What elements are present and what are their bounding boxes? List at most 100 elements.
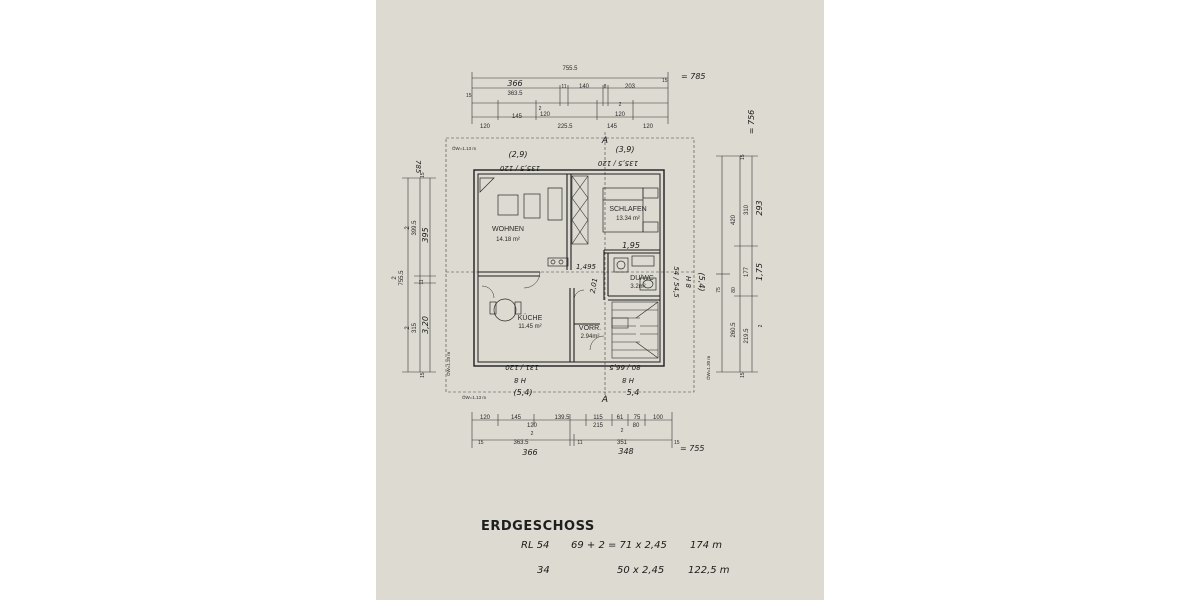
opening-bottom-left-mark: H 8 bbox=[513, 376, 525, 384]
bottom-sub-a: 120 bbox=[527, 423, 538, 429]
opening-right: 54 / 54,5 bbox=[672, 266, 680, 298]
top-seg-d: 8 bbox=[604, 84, 607, 90]
opening-bottom-right: 80 / 66,5 bbox=[609, 363, 641, 371]
right-a: 420 bbox=[731, 214, 737, 225]
bottom-row1-c: 139.5 bbox=[554, 415, 570, 421]
top-row2-b: 145 bbox=[512, 114, 523, 120]
top-seg-b: 11 bbox=[561, 84, 566, 90]
right-edge-b: 15 bbox=[740, 372, 746, 378]
bottom-row1-d: 115 bbox=[593, 415, 603, 421]
room-vorr-area: 2.94m² bbox=[581, 334, 600, 340]
bottom-mark-b: 2 bbox=[621, 428, 624, 434]
right-d: 75 bbox=[716, 287, 722, 293]
opening-right-mark: H 8 bbox=[684, 276, 692, 288]
note-1-calc: 69 + 2 = 71 x 2,45 bbox=[571, 540, 667, 551]
left-top-hand: 785 bbox=[414, 160, 422, 174]
opening-top-right: 135,5 / 120 bbox=[597, 159, 638, 167]
bottom-sub-b: 215 bbox=[593, 423, 604, 429]
opening-bottom-right-hand: 5,4 bbox=[627, 388, 640, 397]
bottom-row1: 120 145 139.5 115 61 75 100 bbox=[480, 415, 664, 421]
top-row3-b: 120 bbox=[615, 112, 626, 118]
left-mark-b: 2 bbox=[405, 226, 411, 230]
top-row2-e: 120 bbox=[643, 124, 654, 130]
top-overall-hand: = 785 bbox=[681, 72, 706, 81]
left-dimension-lines bbox=[402, 177, 436, 373]
room-duwc-name: DU/WC bbox=[630, 275, 654, 282]
opening-bottom-left: 131 / 120 bbox=[505, 363, 539, 371]
bottom-overall-b: 11 bbox=[577, 440, 582, 446]
opening-bottom-right-mark: H 8 bbox=[621, 376, 633, 384]
right-c: 177 bbox=[744, 266, 750, 277]
top-edge-l: 15 bbox=[466, 93, 472, 99]
left-edge-b: 15 bbox=[420, 372, 426, 378]
note-1-result: 174 m bbox=[690, 540, 723, 551]
interior-walls bbox=[478, 174, 660, 362]
bottom-sub-c: 80 bbox=[633, 423, 640, 429]
right-g: 219.5 bbox=[744, 328, 750, 344]
top-seg-e: 203 bbox=[625, 84, 636, 90]
bottom-row1-g: 100 bbox=[653, 415, 664, 421]
room-vorr-name: VORR. bbox=[579, 325, 601, 332]
bottom-overall-a: 363.5 bbox=[513, 440, 529, 446]
top-row2-c: 225.5 bbox=[557, 124, 573, 130]
bottom-hand-b: 348 bbox=[618, 447, 633, 456]
top-row3-a: 120 bbox=[540, 112, 551, 118]
right-b-hand: 293 bbox=[755, 200, 764, 215]
note-1-label: RL 54 bbox=[521, 540, 550, 551]
bottom-edge-l: 15 bbox=[478, 440, 484, 446]
top-edge-r: 15 bbox=[662, 78, 668, 84]
bottom-hand-total: = 755 bbox=[680, 444, 705, 453]
top-row2-a: 120 bbox=[480, 124, 491, 130]
door-swings bbox=[481, 271, 605, 351]
exterior-walls bbox=[473, 169, 665, 367]
door-1-hand: 1,95 bbox=[622, 241, 640, 250]
top-dimension-lines bbox=[471, 72, 669, 124]
top-seg-c: 140 bbox=[579, 84, 590, 90]
bottom-mark-a: 2 bbox=[531, 431, 534, 437]
opening-top-left: 135,5 / 120 bbox=[499, 164, 540, 172]
note-2-calc: 50 x 2,45 bbox=[617, 565, 665, 576]
floor-plan: 755.5 = 785 366 363.5 11 140 8 203 15 15… bbox=[392, 66, 764, 457]
ow-bottom: ÖW=1.13 m bbox=[462, 394, 486, 400]
opening-top-right-hand: (3,9) bbox=[616, 145, 635, 154]
left-mid: 11 bbox=[419, 279, 425, 284]
left-edge-t: 15 bbox=[420, 172, 426, 178]
left-lower: 315 bbox=[412, 322, 418, 333]
staircase bbox=[611, 301, 659, 359]
bottom-dimension-lines bbox=[471, 412, 673, 448]
room-wohnen-area: 14.18 m² bbox=[496, 237, 520, 243]
bottom-row1-a: 120 bbox=[480, 415, 491, 421]
room-wohnen-name: WOHNEN bbox=[492, 226, 524, 233]
bottom-edge-r: 15 bbox=[674, 440, 680, 446]
wardrobe bbox=[571, 175, 589, 245]
ow-left: ÖW=1.20 m bbox=[445, 352, 451, 376]
left-lower-hand: 3,20 bbox=[421, 316, 430, 334]
right-f: 260.5 bbox=[731, 322, 737, 338]
right-b: 310 bbox=[744, 204, 750, 215]
note-2-label: 34 bbox=[537, 565, 550, 576]
left-overall: 755.5 bbox=[399, 270, 405, 286]
top-overall-dim: 755.5 bbox=[562, 66, 578, 72]
room-duwc-area: 3.2m² bbox=[630, 284, 645, 290]
right-dimension-lines bbox=[716, 155, 758, 373]
left-mark-c: 2 bbox=[405, 326, 411, 330]
bottom-row1-f: 75 bbox=[634, 415, 641, 421]
floor-title: ERDGESCHOSS bbox=[481, 519, 595, 534]
top-mark-2: 2 bbox=[619, 102, 622, 108]
opening-bottom-left-hand: (5,4) bbox=[514, 388, 533, 397]
opening-right-hand: (5,4) bbox=[697, 273, 706, 292]
ow-top: ÖW=1.13 m bbox=[452, 145, 476, 151]
door-2-hand: 1,495 bbox=[576, 263, 597, 271]
left-upper-hand: 395 bbox=[421, 227, 430, 242]
plan-sheet bbox=[376, 0, 824, 600]
room-schlafen-area: 13.34 m² bbox=[616, 216, 640, 222]
room-kueche-area: 11.45 m² bbox=[518, 324, 541, 330]
top-row2-d: 145 bbox=[607, 124, 618, 130]
section-marker-top: A bbox=[601, 136, 608, 146]
left-mark-a: 2 bbox=[392, 276, 398, 280]
right-e: 80 bbox=[731, 287, 737, 293]
bottom-row1-b: 145 bbox=[511, 415, 522, 421]
section-marker-bottom: A bbox=[601, 395, 608, 405]
right-c-hand: 1,75 bbox=[755, 263, 764, 281]
left-upper: 399.5 bbox=[412, 220, 418, 236]
